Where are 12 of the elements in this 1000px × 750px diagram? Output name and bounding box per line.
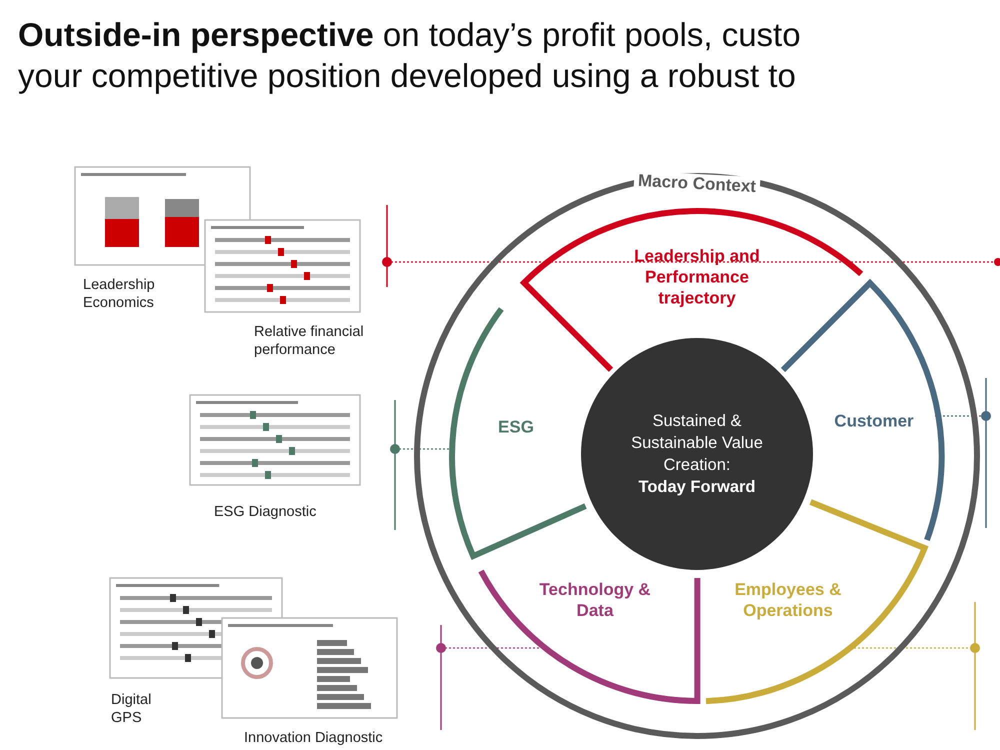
thumbnail-caption: Digital GPS (111, 691, 152, 727)
segment-label: Leadership and Performance trajectory (633, 246, 761, 308)
center-text: Sustained & Sustainable Value Creation: Today Forward (630, 411, 764, 498)
segment-label: ESG (497, 416, 535, 438)
thumbnail-caption: Relative financial performance (254, 323, 364, 359)
segment-label: Employees & Operations (734, 578, 842, 621)
thumbnail-caption: ESG Diagnostic (214, 503, 318, 521)
slide-title: Outside-in perspective on today’s profit pools, custo your competitive position developed using a robust to (18, 15, 802, 96)
segment-label: Technology & Data (538, 578, 652, 621)
thumbnail-caption: Leadership Economics (83, 276, 156, 312)
thumbnail-caption: Innovation Diagnostic (244, 729, 384, 747)
segment-label: Customer (833, 410, 915, 432)
